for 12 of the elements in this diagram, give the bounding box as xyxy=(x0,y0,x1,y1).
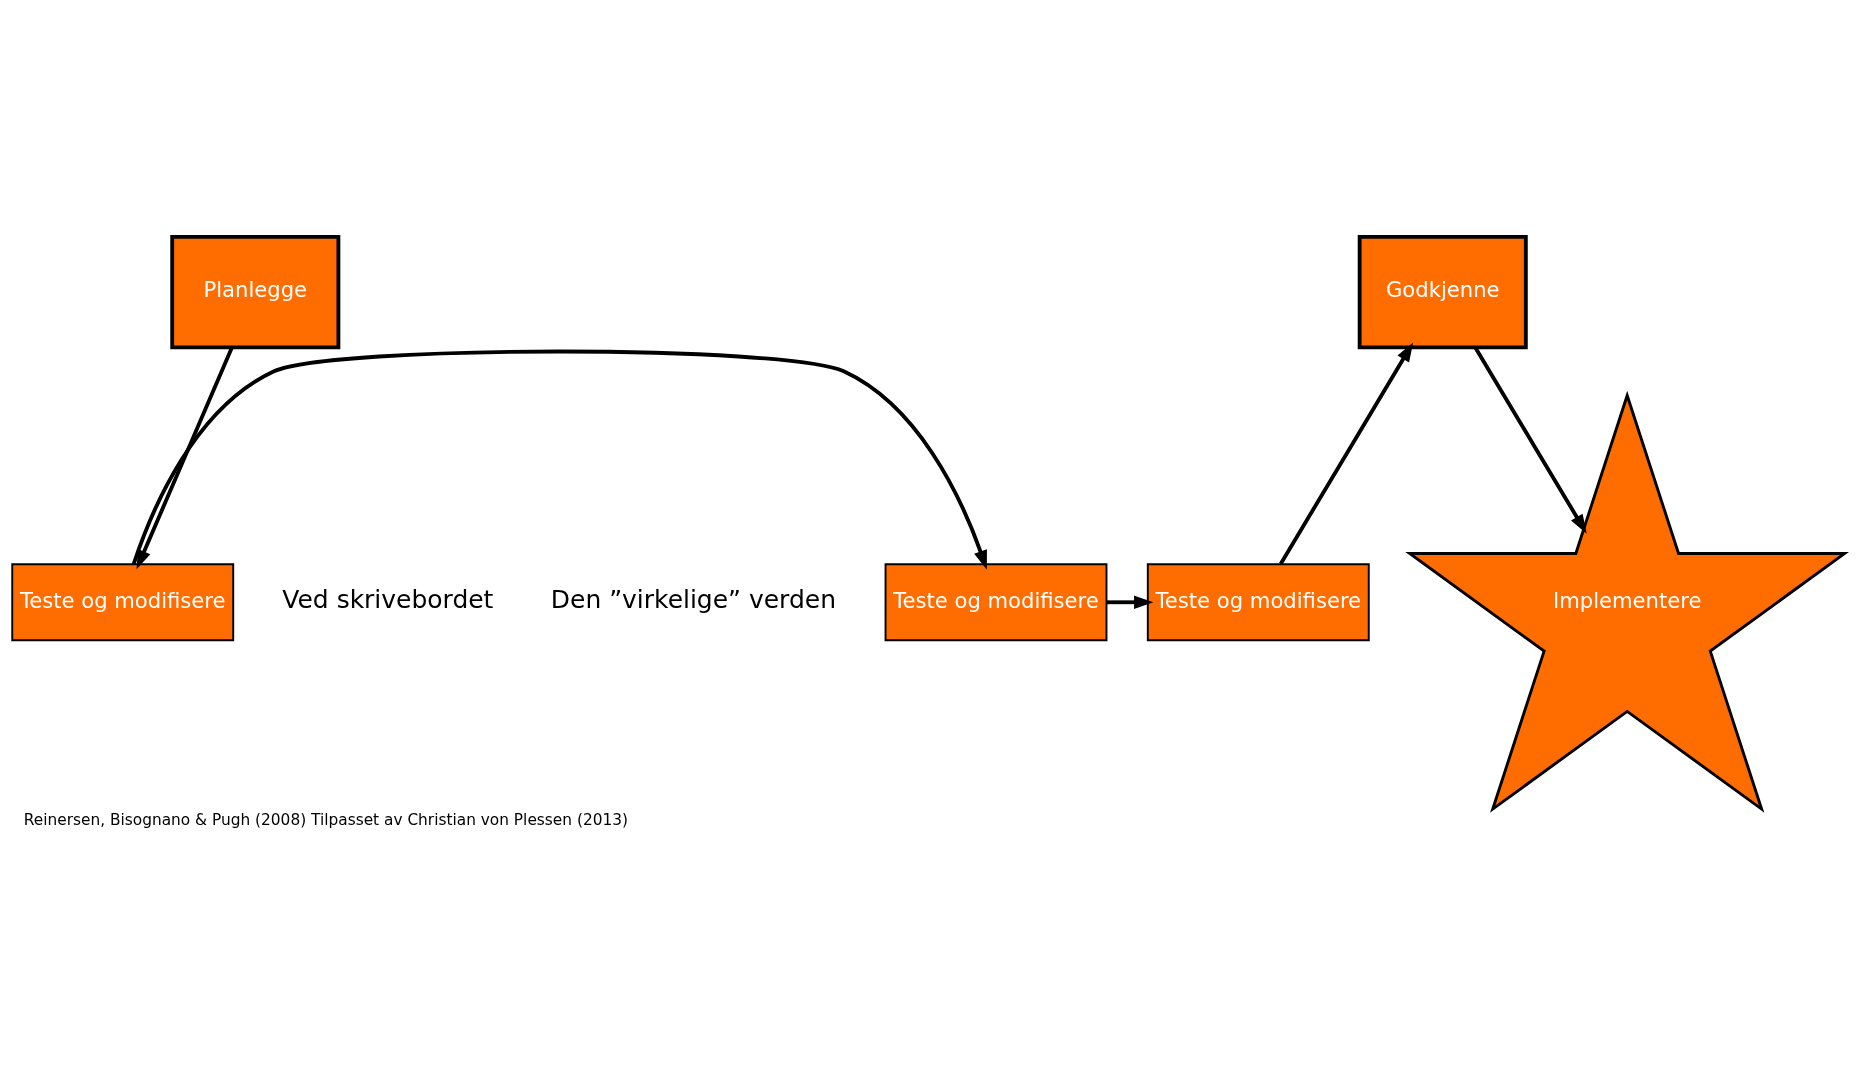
node-box: Teste og modifisere xyxy=(884,562,1108,641)
caption: Reinersen, Bisognano & Pugh (2008) Tilpasset av Christian von Plessen (2013) xyxy=(23,810,628,829)
arrow xyxy=(136,346,234,569)
label: Ved skrivebordet xyxy=(282,584,494,614)
arrow xyxy=(1279,341,1414,565)
node-box: Planlegge xyxy=(170,234,341,349)
arrow xyxy=(1106,595,1154,609)
node-box: Godkjenne xyxy=(1357,234,1528,349)
label: Den ”virkelige” verden xyxy=(550,584,836,614)
node-box: Teste og modifisere xyxy=(11,562,235,641)
node-box: Teste og modifisere xyxy=(1146,562,1370,641)
arrow xyxy=(131,349,987,570)
